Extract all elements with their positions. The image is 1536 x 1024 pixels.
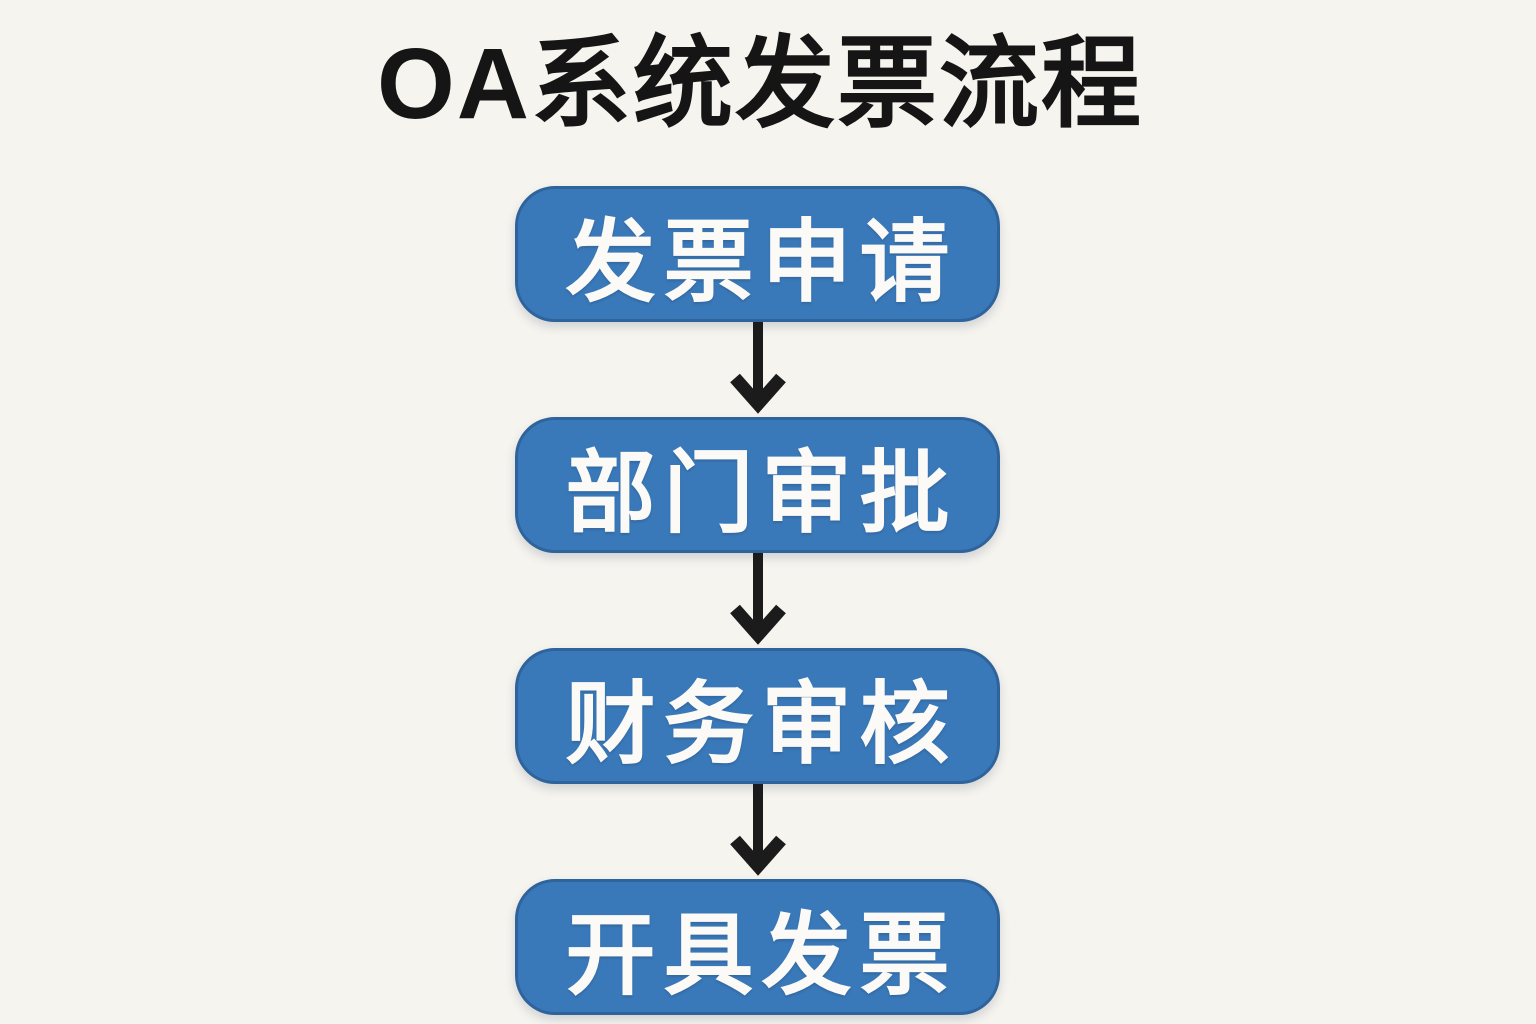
flow-step-label: 开具发票 [565,906,958,1006]
flow-step-finance-review: 财务审核 [515,648,1000,784]
flow-step-department-approval: 部门审批 [515,417,1000,553]
arrow-down-icon [729,553,786,645]
flowchart: 发票申请 部门审批 财务审核 开具发票 [515,186,1000,1015]
flow-step-label: 部门审批 [565,444,958,544]
arrow-down-icon [729,784,786,876]
flow-step-label: 财务审核 [565,675,958,775]
flow-step-label: 发票申请 [565,213,958,313]
flow-step-issue-invoice: 开具发票 [515,879,1000,1015]
page-title: OA系统发票流程 [377,28,1143,140]
flow-step-invoice-application: 发票申请 [515,186,1000,322]
arrow-down-icon [729,322,786,414]
